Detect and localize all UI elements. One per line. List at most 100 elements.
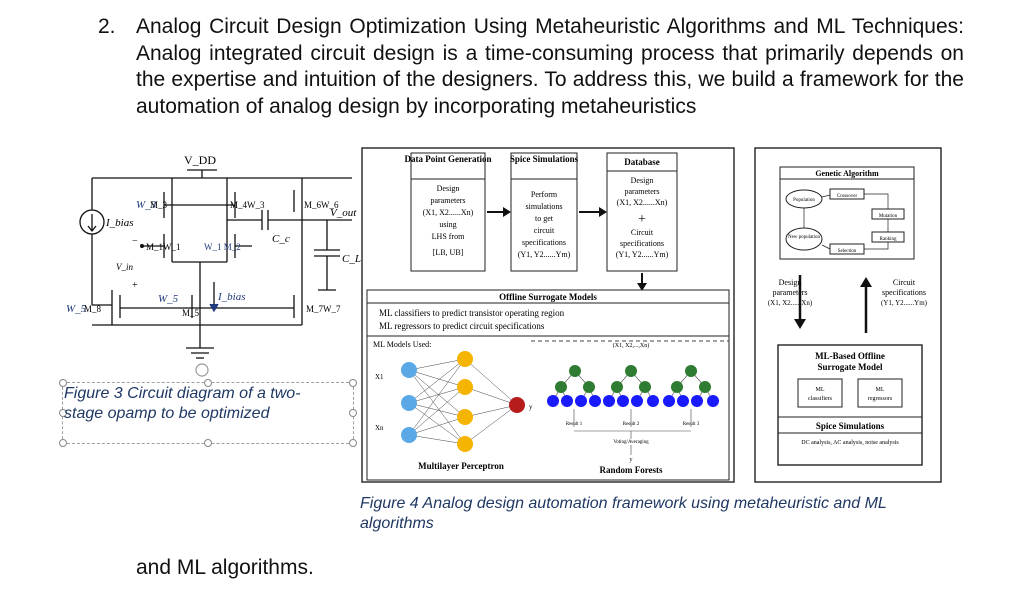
rf-node (603, 395, 615, 407)
ranking-label: Ranking (880, 237, 897, 242)
figure-4-framework-panel: Data Point Generation Design parameters … (361, 147, 735, 483)
resize-handle[interactable] (59, 439, 67, 447)
mlp-hidden-node (457, 351, 473, 367)
m1w1-label: M_1W_1 (146, 242, 181, 252)
xn-label: Xn (375, 424, 384, 432)
ml-regressors-line: regressors (868, 396, 893, 402)
spice-line: specifications (522, 238, 566, 247)
rf-node (639, 381, 651, 393)
population-label: Population (793, 198, 815, 203)
cl-label: C_L (342, 253, 361, 265)
mlsm-title-line: Surrogate Model (817, 362, 883, 372)
resize-handle[interactable] (204, 379, 212, 387)
rf-output-y: y (630, 457, 633, 463)
mutation-label: Mutation (879, 214, 898, 219)
voting-label: Voting/Averaging (613, 440, 649, 445)
circuit-specs-line: Circuit (893, 278, 916, 287)
rf-node (631, 395, 643, 407)
ibias2-label: I_bias (217, 291, 246, 303)
ml-classifiers-line: ML (816, 387, 825, 393)
spice-title: Spice Simulations (510, 154, 579, 164)
w5-label: W_5 (66, 303, 87, 315)
offline-line-1: ML classifiers to predict transistor ope… (379, 308, 565, 318)
db-line: Circuit (631, 228, 654, 237)
mlsm-title-line: ML-Based Offline (815, 351, 885, 361)
rf-node (617, 395, 629, 407)
plus-label: + (132, 280, 138, 291)
ml-classifiers-line: classifiers (808, 395, 833, 402)
rf-node (561, 395, 573, 407)
result-1-label: Result 1 (566, 422, 583, 427)
paragraph-text: Analog Circuit Design Optimization Using… (136, 15, 964, 118)
m4w3-label: M_4W_3 (230, 200, 265, 210)
resize-handle[interactable] (204, 439, 212, 447)
y-label: y (529, 403, 533, 411)
db-title: Database (624, 157, 660, 167)
resize-handle[interactable] (349, 379, 357, 387)
m3-label: M_3 (150, 200, 168, 210)
rf-node (677, 395, 689, 407)
dpg-line: parameters (430, 196, 465, 205)
rf-node (625, 365, 637, 377)
vin-label: V_in (116, 262, 133, 272)
crossover-label: Crossover (837, 194, 858, 199)
spice-line: to get (535, 214, 554, 223)
ga-title: Genetic Algorithm (815, 169, 879, 178)
m8-label: M_8 (84, 304, 102, 314)
rf-node (589, 395, 601, 407)
rf-node (671, 381, 683, 393)
w5b-label: W_5 (158, 293, 179, 305)
rf-node (699, 381, 711, 393)
resize-handle[interactable] (59, 409, 67, 417)
w1m2-label: W_1 M_2 (204, 242, 241, 252)
models-used-label: ML Models Used: (373, 340, 431, 349)
m6w6-label: M_6W_6 (304, 200, 339, 210)
dpg-line: using (439, 220, 456, 229)
offline-line-2: ML regressors to predict circuit specifi… (379, 321, 545, 331)
ibias-label: I_bias (105, 217, 134, 229)
right-spice-sub: DC analysis, AC analysis, noise analysis (801, 440, 899, 446)
vdd-label: V_DD (184, 153, 216, 167)
mlp-label: Multilayer Perceptron (418, 461, 504, 471)
ml-regressors-line: ML (876, 387, 885, 393)
rf-node (555, 381, 567, 393)
rf-node (583, 381, 595, 393)
db-line: specifications (620, 239, 664, 248)
rf-node (647, 395, 659, 407)
paragraph-continuation: and ML algorithms. (136, 556, 314, 579)
dpg-line: [LB, UB] (433, 248, 464, 257)
resize-handle[interactable] (59, 379, 67, 387)
mlp-input-node (401, 362, 417, 378)
db-line: + (638, 212, 646, 227)
minus-label: − (132, 236, 138, 247)
mlp-input-node (401, 427, 417, 443)
rf-node (575, 395, 587, 407)
x1-label: X1 (375, 373, 384, 381)
rf-node (707, 395, 719, 407)
body-paragraph: 2. Analog Circuit Design Optimization Us… (98, 14, 964, 120)
rf-label: Random Forests (599, 465, 663, 475)
spice-line: (Y1, Y2......Ym) (518, 250, 571, 259)
selection-label: Selection (838, 249, 857, 254)
rf-node (547, 395, 559, 407)
list-number: 2. (98, 15, 116, 38)
new-population-label: New population (788, 235, 821, 240)
rf-node (691, 395, 703, 407)
db-line: (X1, X2......Xn) (617, 198, 668, 207)
rf-node (611, 381, 623, 393)
dpg-line: (X1, X2......Xn) (423, 208, 474, 217)
rf-node (685, 365, 697, 377)
m7w7-label: M_7W_7 (306, 304, 341, 314)
figure-4-ga-panel: Genetic Algorithm Population Crossover M… (754, 147, 942, 483)
circuit-specs-line: specifications (882, 288, 926, 297)
db-line: Design (631, 176, 654, 185)
right-spice-title: Spice Simulations (816, 421, 885, 431)
resize-handle[interactable] (349, 439, 357, 447)
dpg-title: Data Point Generation (405, 154, 492, 164)
resize-handle[interactable] (349, 409, 357, 417)
db-line: (Y1, Y2......Ym) (616, 250, 669, 259)
w3-label: W_3 (136, 199, 157, 211)
design-params-line: Design (779, 278, 802, 287)
spice-line: circuit (534, 226, 555, 235)
rf-node (663, 395, 675, 407)
